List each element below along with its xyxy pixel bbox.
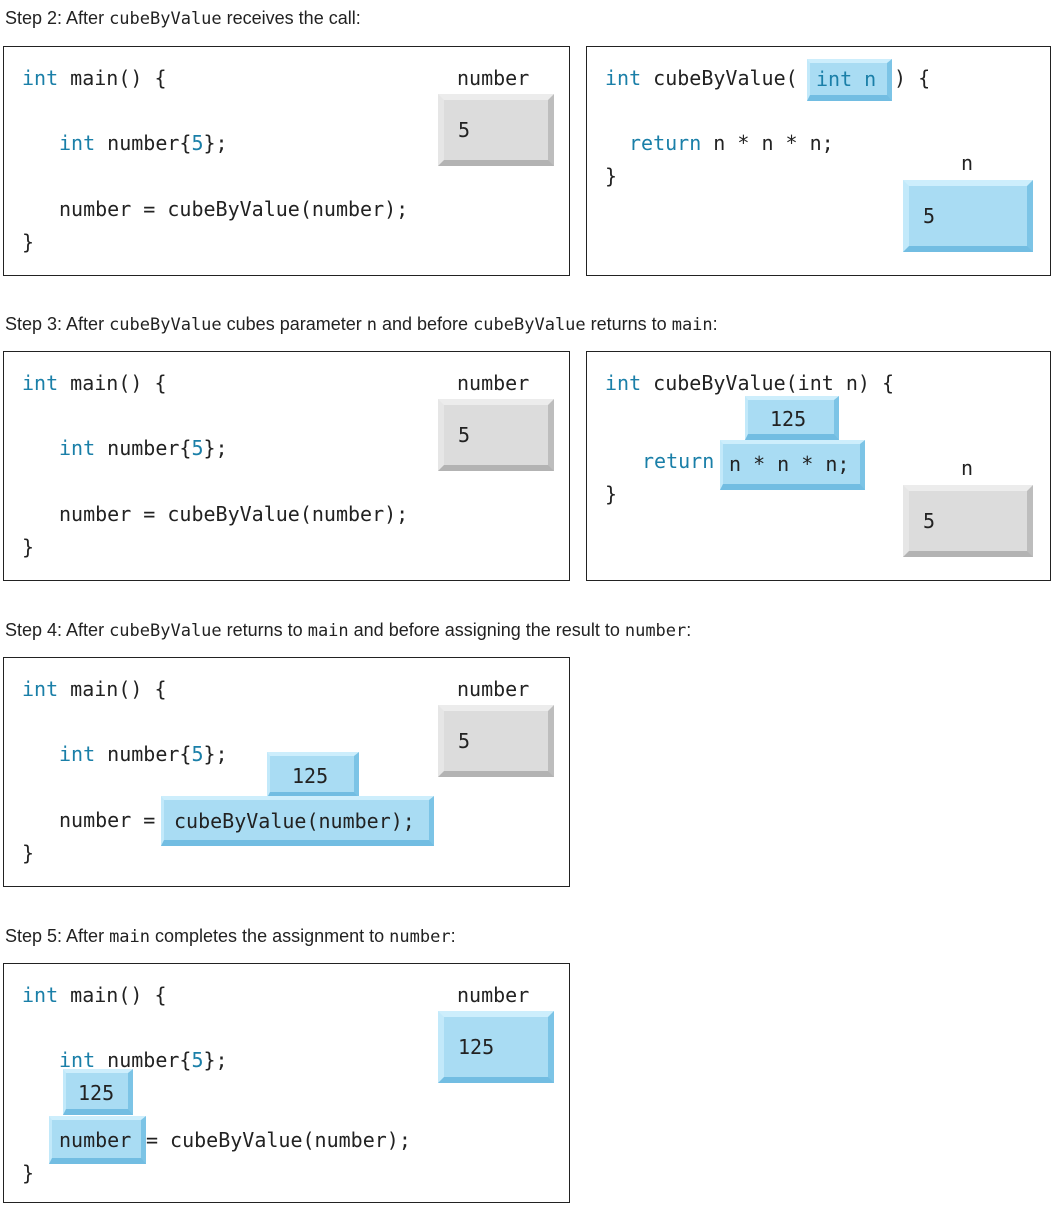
lhs-highlight: number — [49, 1116, 146, 1164]
closing-brace: } — [22, 841, 35, 865]
step4-main-panel: int main() { number 5 int number{5}; 125… — [3, 657, 570, 887]
number-declaration: int number{5}; — [59, 436, 228, 460]
closing-brace: } — [22, 535, 35, 559]
assignment-statement: number = cubeByValue(number); — [59, 197, 409, 221]
number-declaration: int number{5}; — [59, 131, 228, 155]
number-value-box: 5 — [438, 94, 554, 166]
step5-caption: Step 5: After main completes the assignm… — [5, 926, 456, 947]
closing-brace: } — [22, 230, 35, 254]
number-declaration: int number{5}; — [59, 742, 228, 766]
cube-signature: int cubeByValue( — [605, 66, 798, 90]
number-label: number — [457, 371, 530, 395]
number-label: number — [457, 66, 530, 90]
closing-brace: } — [605, 482, 618, 506]
n-value-box: 5 — [903, 180, 1033, 252]
assignment-statement: number = cubeByValue(number); — [59, 502, 409, 526]
cube-signature-end: ) { — [894, 66, 931, 90]
main-signature: int main() { — [22, 66, 167, 90]
n-label: n — [961, 456, 974, 480]
number-value-box: 5 — [438, 705, 554, 777]
expression-highlight: n * n * n; — [720, 440, 865, 490]
step3-caption: Step 3: After cubeByValue cubes paramete… — [5, 314, 718, 335]
main-signature: int main() { — [22, 371, 167, 395]
closing-brace: } — [605, 164, 618, 188]
result-highlight: 125 — [267, 752, 359, 798]
result-highlight: 125 — [63, 1069, 133, 1115]
return-statement: return n * n * n; — [629, 131, 834, 155]
main-signature: int main() { — [22, 983, 167, 1007]
number-value-box: 5 — [438, 399, 554, 471]
n-value-box: 5 — [903, 485, 1033, 557]
step3-main-panel: int main() { number 5 int number{5}; num… — [3, 351, 570, 581]
return-keyword: return — [642, 449, 715, 473]
number-declaration: int number{5}; — [59, 1048, 228, 1072]
step2-cube-panel: int cubeByValue( int n ) { return n * n … — [586, 46, 1051, 276]
call-highlight: cubeByValue(number); — [161, 796, 434, 846]
number-label: number — [457, 677, 530, 701]
step4-caption: Step 4: After cubeByValue returns to mai… — [5, 620, 692, 641]
number-value-box: 125 — [438, 1011, 554, 1083]
step5-main-panel: int main() { number 125 int number{5}; 1… — [3, 963, 570, 1203]
step3-cube-panel: int cubeByValue(int n) { 125 return n * … — [586, 351, 1051, 581]
result-highlight: 125 — [745, 396, 839, 440]
number-label: number — [457, 983, 530, 1007]
assignment-lhs: number = — [59, 808, 168, 832]
cube-signature: int cubeByValue(int n) { — [605, 371, 894, 395]
step2-caption: Step 2: After cubeByValue receives the c… — [5, 8, 361, 29]
step2-main-panel: int main() { number 5 int number{5}; num… — [3, 46, 570, 276]
n-label: n — [961, 151, 974, 175]
main-signature: int main() { — [22, 677, 167, 701]
assignment-rest: =cubeByValue(number); — [146, 1128, 411, 1152]
closing-brace: } — [22, 1161, 35, 1185]
parameter-highlight: int n — [807, 59, 892, 101]
